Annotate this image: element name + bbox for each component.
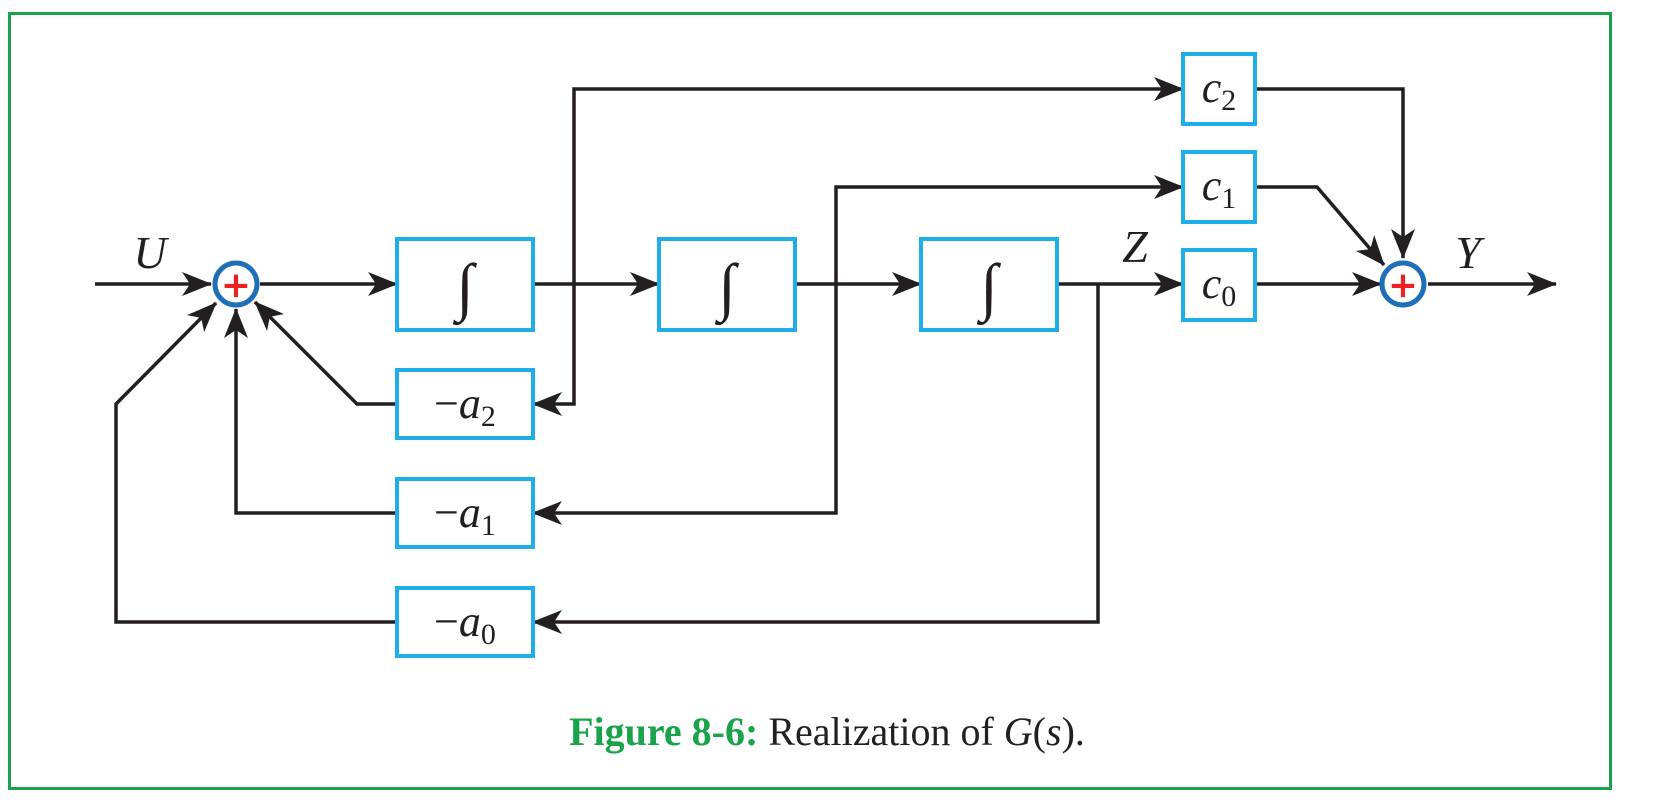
c-symbol: c bbox=[1202, 259, 1222, 308]
wire-c1-sum bbox=[1255, 185, 1386, 267]
caption-argument: s bbox=[1046, 709, 1062, 754]
svg-text:−a0: −a0 bbox=[434, 597, 496, 651]
input-label-u: U bbox=[133, 227, 169, 278]
svg-text:c1: c1 bbox=[1202, 161, 1237, 215]
a-symbol: a bbox=[459, 488, 481, 537]
caption-function: G bbox=[1003, 709, 1033, 754]
wire-to-c2 bbox=[572, 77, 1184, 284]
gain-block-c1: c1 bbox=[1181, 150, 1257, 224]
a-symbol: a bbox=[459, 597, 481, 646]
input-summing-junction: + bbox=[212, 260, 260, 308]
c-symbol: c bbox=[1202, 63, 1222, 112]
gain-block-c0: c0 bbox=[1181, 248, 1257, 322]
output-summing-junction: + bbox=[1379, 260, 1427, 308]
wire-a2-sum bbox=[253, 300, 397, 406]
caption-paren-close: ) bbox=[1061, 709, 1075, 754]
plus-icon: + bbox=[221, 265, 251, 306]
state-label-z: Z bbox=[1122, 221, 1148, 272]
svg-text:−a1: −a1 bbox=[434, 488, 496, 542]
wire-a0-sum bbox=[114, 301, 397, 624]
integral-symbol: ∫ bbox=[714, 251, 739, 326]
integral-symbol: ∫ bbox=[452, 251, 477, 326]
gain-block-a2: −a2 bbox=[395, 368, 535, 440]
subscript: 2 bbox=[481, 400, 496, 433]
gain-block-a0: −a0 bbox=[395, 586, 535, 658]
minus-sign: − bbox=[434, 379, 459, 428]
gain-block-a1: −a1 bbox=[395, 477, 535, 549]
caption-text: Realization of G(s). bbox=[768, 709, 1085, 754]
subscript: 1 bbox=[481, 509, 496, 542]
svg-text:c0: c0 bbox=[1202, 259, 1237, 313]
caption-paren-open: ( bbox=[1032, 709, 1046, 754]
figure-number: Figure 8-6: bbox=[569, 709, 759, 754]
subscript: 2 bbox=[1221, 84, 1236, 117]
integrator-block-1: ∫ bbox=[395, 237, 535, 332]
minus-sign: − bbox=[434, 597, 459, 646]
output-label-y: Y bbox=[1455, 227, 1485, 278]
integrator-block-2: ∫ bbox=[657, 237, 797, 332]
wire-a1-sum bbox=[224, 308, 397, 515]
caption-description: Realization of bbox=[768, 709, 1004, 754]
svg-text:c2: c2 bbox=[1202, 63, 1237, 117]
signal-wires bbox=[95, 77, 1557, 634]
gain-block-c2: c2 bbox=[1181, 52, 1257, 126]
svg-text:−a2: −a2 bbox=[434, 379, 496, 433]
a-symbol: a bbox=[459, 379, 481, 428]
minus-sign: − bbox=[434, 488, 459, 537]
wire-to-c1 bbox=[834, 175, 1184, 284]
subscript: 0 bbox=[481, 618, 496, 651]
caption-period: . bbox=[1074, 709, 1085, 754]
c-symbol: c bbox=[1202, 161, 1222, 210]
wire-to-a2 bbox=[532, 284, 576, 416]
integral-symbol: ∫ bbox=[976, 251, 1001, 326]
integrator-block-3: ∫ bbox=[919, 237, 1059, 332]
wire-c2-sum bbox=[1255, 87, 1415, 259]
wire-to-a1 bbox=[532, 284, 838, 525]
plus-icon: + bbox=[1388, 265, 1418, 306]
subscript: 0 bbox=[1221, 280, 1236, 313]
wire-to-a0 bbox=[532, 284, 1100, 634]
figure-caption: Figure 8-6: Realization of G(s). bbox=[0, 708, 1654, 755]
figure-frame bbox=[8, 12, 1612, 790]
subscript: 1 bbox=[1221, 182, 1236, 215]
